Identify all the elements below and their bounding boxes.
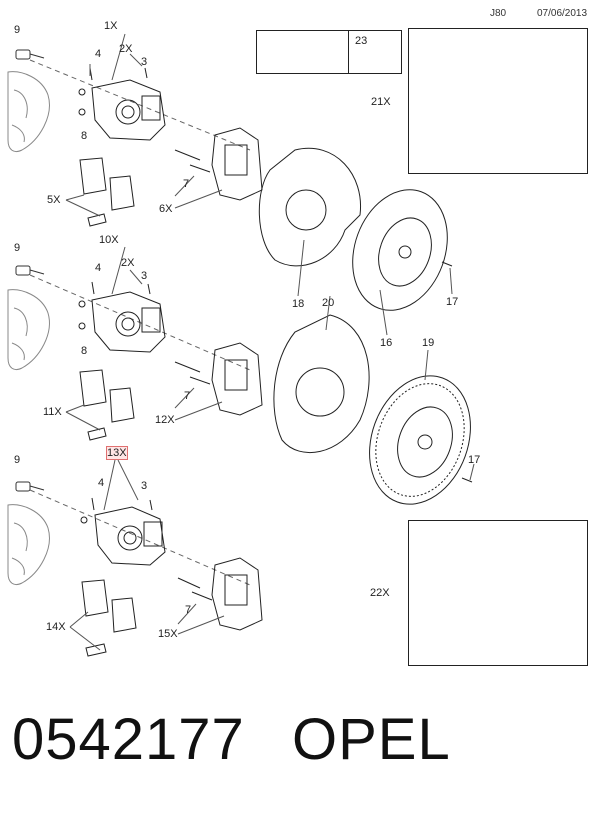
callout-7-top: 7	[183, 178, 190, 190]
dust-shield-18	[258, 147, 362, 267]
callout-4-bottom: 4	[98, 477, 105, 489]
callout-9-mid: 9	[14, 242, 21, 254]
retaining-screws-17	[441, 261, 473, 483]
tool-icon-box: 23	[348, 30, 402, 74]
callout-10x: 10X	[99, 234, 119, 246]
callout-2x-mid: 2X	[121, 257, 135, 269]
callout-21x: 21X	[371, 96, 391, 108]
callout-17-top: 17	[446, 296, 459, 308]
diagram-code: J80	[490, 8, 507, 19]
callout-9-top: 9	[14, 24, 21, 36]
callout-3-top: 3	[141, 56, 148, 68]
callout-4-top: 4	[95, 48, 102, 60]
dust-shield-20	[273, 314, 370, 454]
carrier-12x	[211, 342, 263, 416]
carrier-15x	[211, 557, 263, 631]
caliper-10x	[78, 291, 166, 353]
brake-disc-19	[369, 375, 471, 505]
bolt-9-top	[15, 49, 45, 60]
callout-18: 18	[292, 298, 305, 310]
inset-22x	[408, 520, 588, 666]
pads-5x	[79, 157, 135, 227]
carrier-6x	[211, 127, 263, 201]
bolt-9-mid	[15, 265, 45, 276]
callout-13x: 13X	[106, 446, 128, 460]
tool-number: 23	[355, 35, 368, 47]
manual-icon-box	[256, 30, 350, 74]
callout-16: 16	[380, 337, 393, 349]
callout-3-bottom: 3	[141, 480, 148, 492]
callout-12x: 12X	[155, 414, 175, 426]
inset-21x	[408, 28, 588, 174]
diagram-date: 07/06/2013	[537, 8, 588, 19]
callout-7-mid: 7	[184, 390, 191, 402]
pads-14x	[81, 579, 137, 657]
callout-14x: 14X	[46, 621, 66, 633]
brand-name: OPEL	[292, 707, 451, 772]
steering-knuckle-top	[7, 71, 50, 153]
callout-8-mid: 8	[81, 345, 88, 357]
callout-6x: 6X	[159, 203, 173, 215]
callout-17-bottom: 17	[468, 454, 481, 466]
caliper-1x	[78, 79, 166, 141]
callout-22x: 22X	[370, 587, 390, 599]
callout-3-mid: 3	[141, 270, 148, 282]
callout-9-bottom: 9	[14, 454, 21, 466]
leader-lines	[65, 33, 475, 651]
callout-19: 19	[422, 337, 435, 349]
callout-8-top: 8	[81, 130, 88, 142]
caliper-13x	[80, 506, 166, 566]
steering-knuckle-bottom	[7, 504, 50, 586]
steering-knuckle-mid	[7, 289, 50, 371]
callout-15x: 15X	[158, 628, 178, 640]
guide-bolts-7	[174, 149, 213, 601]
bleeder-screws	[89, 67, 153, 511]
callout-2x-top: 2X	[119, 43, 133, 55]
callout-5x: 5X	[47, 194, 61, 206]
callout-11x: 11X	[43, 406, 62, 418]
callout-20: 20	[322, 297, 335, 309]
callout-1x: 1X	[104, 20, 118, 32]
part-number: 0542177	[12, 707, 245, 772]
callout-7-bottom: 7	[185, 604, 192, 616]
brake-disc-16	[352, 189, 448, 311]
pads-11x	[79, 369, 135, 441]
callout-4-mid: 4	[95, 262, 102, 274]
bolt-9-bottom	[15, 481, 45, 492]
